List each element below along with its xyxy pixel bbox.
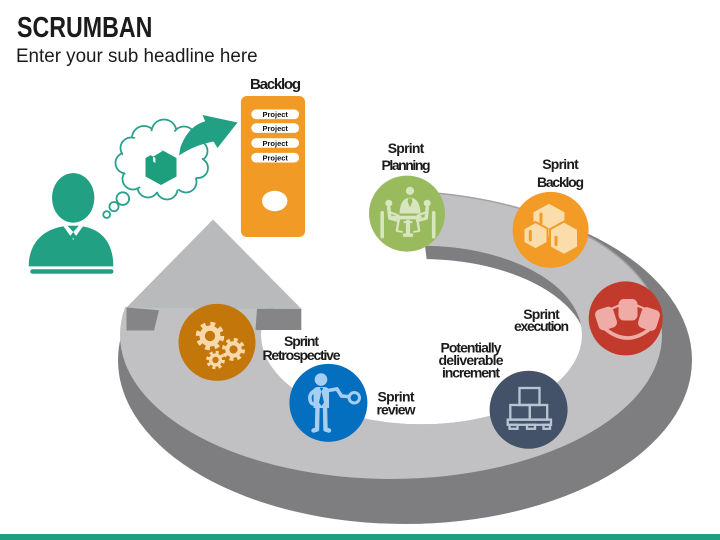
svg-text:execution: execution [514,318,569,334]
svg-text:Sprint: Sprint [284,333,319,349]
svg-text:Retrospective: Retrospective [263,347,341,363]
svg-text:Project: Project [262,139,288,148]
svg-text:Project: Project [262,124,288,133]
svg-text:deliverable: deliverable [439,352,504,368]
svg-text:Sprint: Sprint [378,389,415,405]
svg-text:Backlog: Backlog [250,76,301,93]
svg-text:Planning: Planning [382,157,431,173]
svg-text:Project: Project [262,154,288,163]
svg-text:Sprint: Sprint [542,156,579,172]
svg-text:increment: increment [442,365,500,381]
svg-text:Sprint: Sprint [523,306,560,322]
svg-text:review: review [377,402,416,418]
svg-text:Sprint: Sprint [388,140,425,156]
svg-text:Backlog: Backlog [537,174,584,190]
svg-text:Project: Project [262,110,288,119]
svg-text:Potentially: Potentially [441,340,502,356]
